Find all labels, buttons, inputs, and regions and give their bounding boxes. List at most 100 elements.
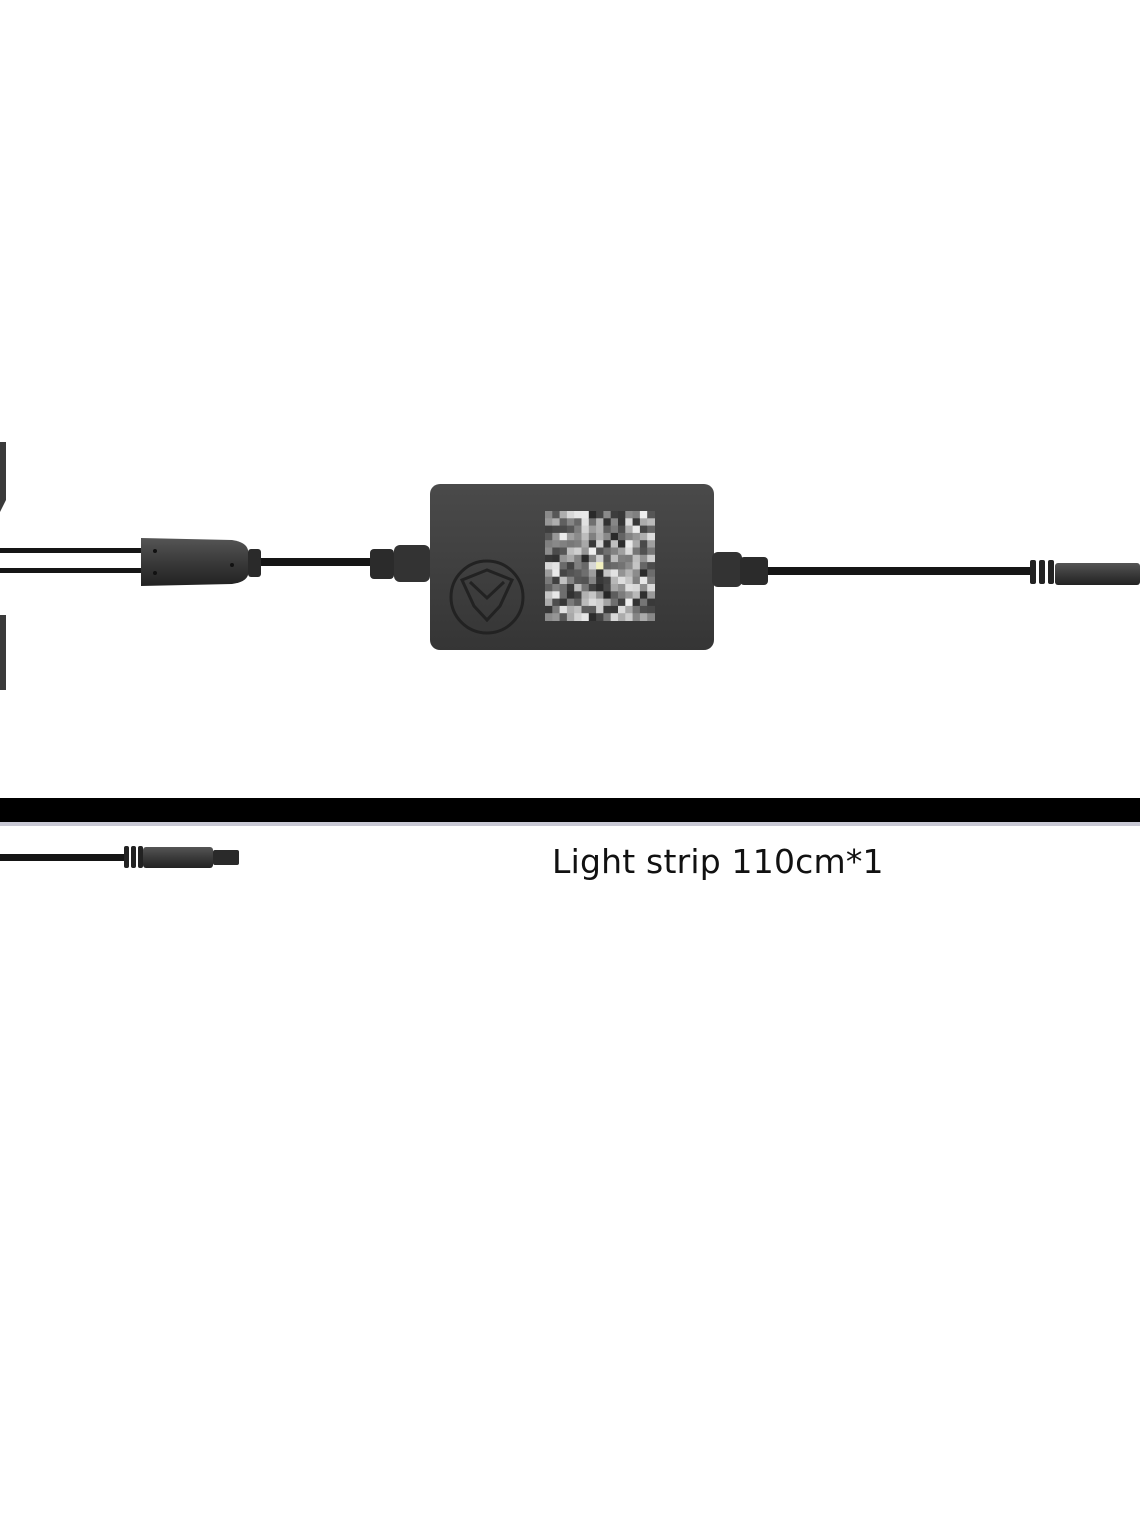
qr-cell — [581, 511, 590, 519]
qr-cell — [581, 598, 590, 607]
qr-cell — [639, 540, 648, 548]
qr-cell — [603, 576, 612, 585]
qr-cell — [552, 540, 561, 548]
qr-cell — [618, 511, 626, 519]
qr-cell — [566, 569, 575, 578]
qr-cell — [581, 525, 590, 534]
qr-cell — [588, 540, 597, 548]
qr-cell — [559, 598, 568, 607]
qr-cell — [581, 554, 590, 563]
qr-cell — [625, 562, 634, 570]
qr-cell — [596, 532, 604, 541]
qr-cell — [639, 554, 648, 563]
qr-cell — [581, 584, 590, 592]
qr-cell — [588, 547, 597, 556]
qr-cell — [552, 532, 561, 541]
qr-cell — [545, 613, 553, 621]
qr-cell — [647, 540, 655, 548]
light-strip — [0, 798, 1140, 826]
qr-cell — [639, 518, 648, 527]
qr-cell — [625, 605, 634, 614]
qr-cell — [647, 598, 655, 607]
qr-cell — [632, 532, 641, 541]
qr-cell — [581, 576, 590, 585]
qr-cell — [552, 562, 561, 570]
qr-cell — [632, 569, 641, 578]
qr-cell — [647, 525, 655, 534]
qr-cell — [625, 518, 634, 527]
qr-cell — [618, 598, 626, 607]
qr-cell — [639, 569, 648, 578]
qr-cell — [596, 605, 604, 614]
qr-cell — [574, 591, 582, 600]
qr-cell — [603, 562, 612, 570]
qr-cell — [581, 518, 590, 527]
qr-cell — [625, 576, 634, 585]
qr-cell — [545, 598, 553, 607]
qr-cell — [581, 547, 590, 556]
qr-cell — [588, 591, 597, 600]
qr-cell — [566, 613, 575, 621]
qr-cell — [588, 613, 597, 621]
qr-cell — [639, 591, 648, 600]
qr-cell — [574, 554, 582, 563]
qr-cell — [596, 569, 604, 578]
qr-cell — [625, 569, 634, 578]
qr-cell — [625, 540, 634, 548]
qr-cell — [610, 562, 619, 570]
qr-cell — [574, 540, 582, 548]
qr-cell — [596, 525, 604, 534]
qr-cell — [545, 540, 553, 548]
qr-cell — [581, 613, 590, 621]
qr-cell — [559, 576, 568, 585]
qr-cell — [618, 547, 626, 556]
qr-cell — [559, 569, 568, 578]
qr-cell — [588, 518, 597, 527]
qr-cell — [610, 532, 619, 541]
qr-cell — [574, 584, 582, 592]
qr-cell — [552, 547, 561, 556]
qr-cell — [552, 591, 561, 600]
qr-cell — [588, 511, 597, 519]
qr-cell — [625, 532, 634, 541]
qr-cell — [603, 540, 612, 548]
qr-cell — [632, 584, 641, 592]
qr-cell — [625, 584, 634, 592]
qr-cell — [588, 569, 597, 578]
qr-cell — [545, 554, 553, 563]
qr-cell — [574, 598, 582, 607]
qr-cell — [639, 605, 648, 614]
qr-cell — [618, 605, 626, 614]
splitter-cable — [0, 538, 430, 586]
qr-cell — [552, 584, 561, 592]
left-edge-connectors — [0, 442, 6, 690]
qr-cell — [545, 547, 553, 556]
qr-cell — [588, 554, 597, 563]
qr-cell — [632, 598, 641, 607]
qr-cell — [559, 540, 568, 548]
qr-cell — [545, 605, 553, 614]
qr-cell — [632, 562, 641, 570]
qr-cell — [625, 598, 634, 607]
qr-cell — [552, 525, 561, 534]
qr-cell — [625, 525, 634, 534]
qr-cell — [618, 584, 626, 592]
qr-cell — [596, 584, 604, 592]
qr-cell — [625, 547, 634, 556]
qr-cell — [618, 554, 626, 563]
qr-cell — [552, 605, 561, 614]
qr-cell — [603, 613, 612, 621]
qr-cell — [610, 598, 619, 607]
qr-cell — [639, 598, 648, 607]
qr-cell — [574, 525, 582, 534]
qr-cell — [566, 605, 575, 614]
qr-cell — [566, 584, 575, 592]
qr-cell — [574, 518, 582, 527]
qr-cell — [603, 511, 612, 519]
controller-logo-icon — [449, 559, 525, 635]
qr-cell — [603, 569, 612, 578]
qr-cell — [647, 562, 655, 570]
qr-cell — [588, 605, 597, 614]
qr-cell — [603, 605, 612, 614]
qr-cell — [603, 532, 612, 541]
